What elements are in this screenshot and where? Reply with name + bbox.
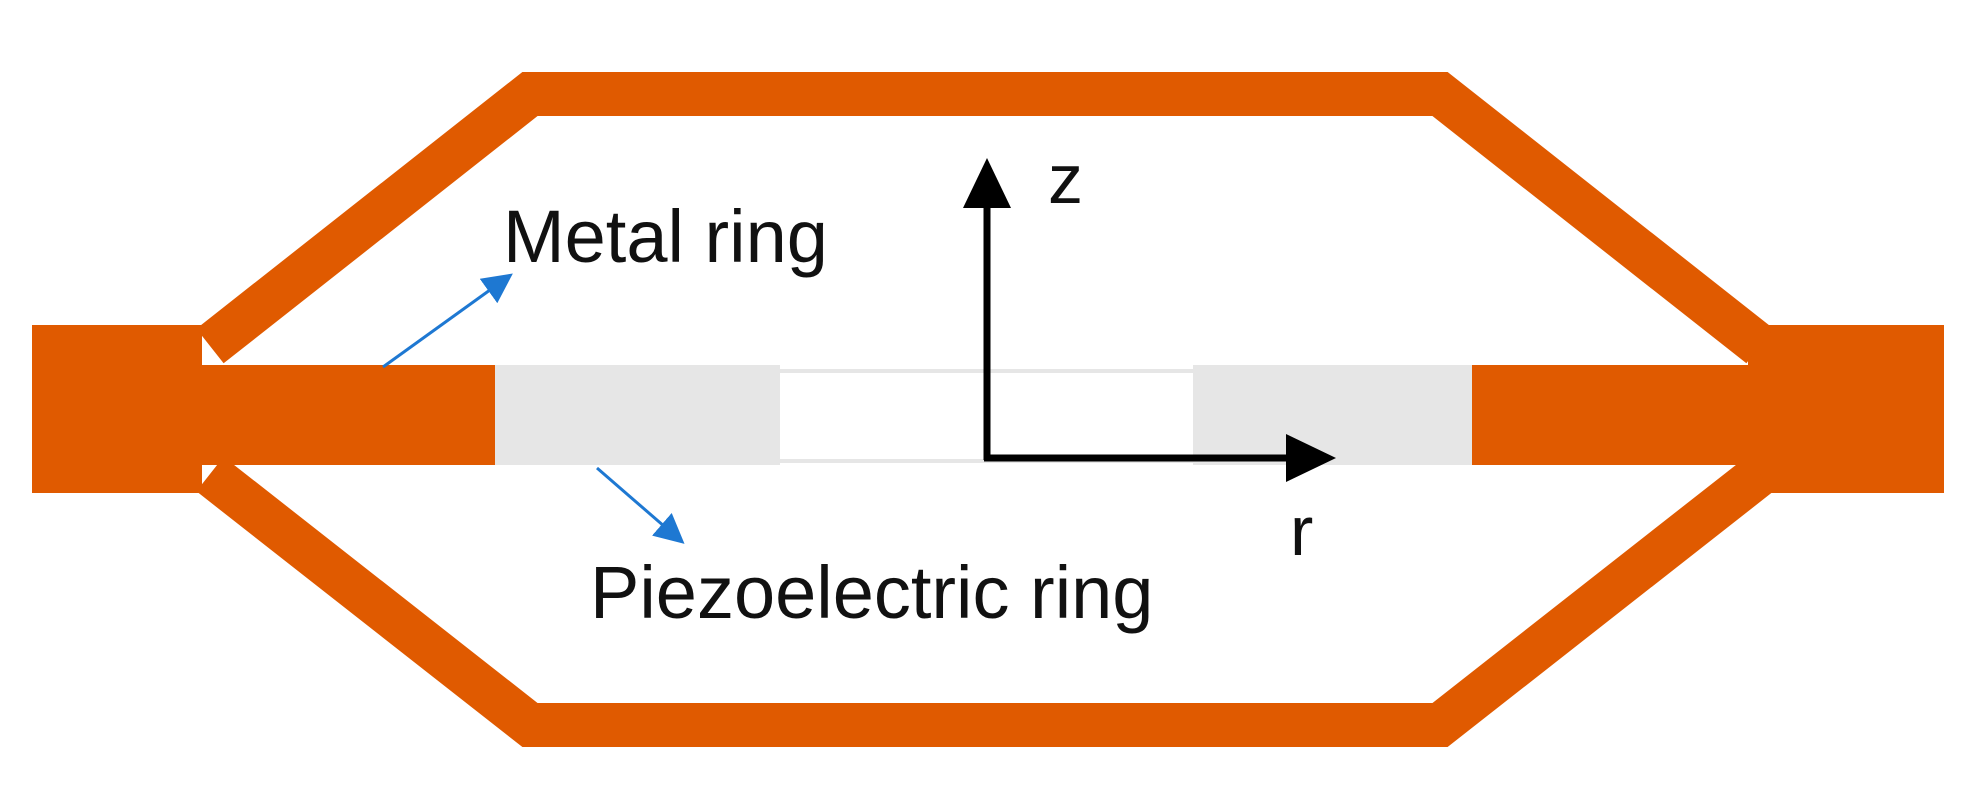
piezoelectric-ring-label: Piezoelectric ring [590, 551, 1153, 634]
z-axis-arrowhead [963, 158, 1011, 208]
left-flange [32, 325, 202, 493]
right-flange [1748, 325, 1944, 493]
metal-ring-left [190, 365, 495, 465]
z-axis-label: z [1048, 140, 1083, 218]
piezoelectric-ring-right [1193, 365, 1472, 465]
piezoelectric-ring-left [495, 365, 780, 465]
metal-ring-right [1472, 365, 1752, 465]
lower-metal-cap [196, 456, 1774, 747]
r-axis-label: r [1290, 492, 1313, 570]
upper-metal-cap [196, 72, 1774, 364]
r-axis-arrowhead [1286, 434, 1336, 482]
metal-ring-label: Metal ring [503, 195, 828, 278]
metal-ring-leader-arrow [382, 273, 513, 369]
piezo-ring-leader-arrow [596, 466, 685, 544]
